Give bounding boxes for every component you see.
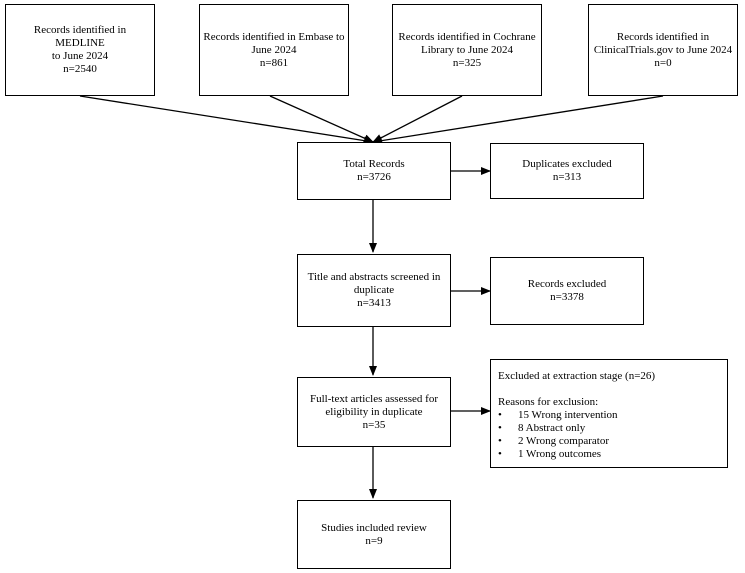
extraction-excluded-box: Excluded at extraction stage (n=26) Reas… — [490, 359, 728, 468]
exclusion-reason-text: 2 Wrong comparator — [518, 435, 609, 447]
arrow-cochrane-to-total — [372, 95, 463, 143]
exclusion-reason-item: • 8 Abstract only — [498, 422, 719, 435]
screened-count: n=3413 — [357, 297, 391, 309]
screened-line-2: duplicate — [353, 284, 395, 296]
total-records-count: n=3726 — [357, 171, 391, 183]
fulltext-box: Full-text articles assessed for eligibil… — [297, 377, 451, 447]
source-medline-line-3: to June 2024 — [51, 50, 109, 62]
source-box-medline: Records identified in MEDLINE to June 20… — [5, 4, 155, 96]
exclusion-reason-item: • 15 Wrong intervention — [498, 409, 719, 422]
exclusion-reason-text: 15 Wrong intervention — [518, 409, 618, 421]
source-medline-count: n=2540 — [63, 63, 97, 75]
duplicates-excluded-count: n=313 — [552, 171, 582, 183]
source-medline-line-1: Records identified in — [33, 24, 127, 36]
duplicates-excluded-label: Duplicates excluded — [522, 158, 612, 170]
arrow-medline-to-total — [79, 95, 374, 145]
exclusion-reason-text: 1 Wrong outcomes — [518, 448, 602, 460]
bullet: • — [498, 422, 502, 434]
source-box-embase: Records identified in Embase to June 202… — [199, 4, 349, 96]
bullet: • — [498, 448, 502, 460]
fulltext-line-1: Full-text articles assessed for — [310, 392, 438, 405]
extraction-excluded-title: Excluded at extraction stage (n=26) — [498, 370, 656, 382]
bullet: • — [498, 435, 502, 447]
source-medline-line-2: MEDLINE — [55, 37, 105, 49]
arrow-embase-to-total — [269, 95, 374, 143]
source-clinicaltrials-line-1: Records identified in — [616, 30, 710, 43]
studies-included-box: Studies included review n=9 — [297, 500, 451, 569]
source-embase-line-2: June 2024 — [251, 43, 297, 56]
source-cochrane-count: n=325 — [452, 56, 482, 69]
screened-box: Title and abstracts screened in duplicat… — [297, 254, 451, 327]
fulltext-count: n=35 — [362, 418, 386, 431]
source-cochrane-line-2: Library to June 2024 — [421, 43, 513, 56]
source-embase-count: n=861 — [259, 56, 289, 69]
records-excluded-count: n=3378 — [550, 291, 584, 303]
studies-included-label: Studies included review — [321, 521, 427, 534]
source-clinicaltrials-count: n=0 — [654, 56, 672, 69]
fulltext-line-2: eligibility in duplicate — [325, 405, 423, 418]
records-excluded-box: Records excluded n=3378 — [490, 257, 644, 325]
exclusion-reason-item: • 2 Wrong comparator — [498, 435, 719, 448]
source-box-clinicaltrials: Records identified in ClinicalTrials.gov… — [588, 4, 738, 96]
total-records-label: Total Records — [343, 158, 405, 170]
bullet: • — [498, 409, 502, 421]
studies-included-count: n=9 — [365, 534, 383, 547]
exclusion-reasons-list: •15 Wrong intervention •8 Abstract only … — [498, 409, 719, 461]
exclusion-reasons-heading: Reasons for exclusion: — [498, 396, 599, 408]
source-embase-line-1: Records identified in Embase to — [203, 30, 345, 43]
exclusion-reason-text: 8 Abstract only — [518, 422, 586, 434]
arrow-clinicaltrials-to-total — [372, 95, 664, 145]
screened-line-1: Title and abstracts screened in — [307, 271, 441, 283]
source-cochrane-line-1: Records identified in Cochrane — [398, 30, 536, 43]
exclusion-reason-item: • 1 Wrong outcomes — [498, 448, 719, 461]
source-clinicaltrials-line-2: ClinicalTrials.gov to June 2024 — [593, 43, 733, 56]
records-excluded-label: Records excluded — [527, 278, 607, 290]
source-box-cochrane: Records identified in Cochrane Library t… — [392, 4, 542, 96]
total-records-box: Total Records n=3726 — [297, 142, 451, 200]
duplicates-excluded-box: Duplicates excluded n=313 — [490, 143, 644, 199]
